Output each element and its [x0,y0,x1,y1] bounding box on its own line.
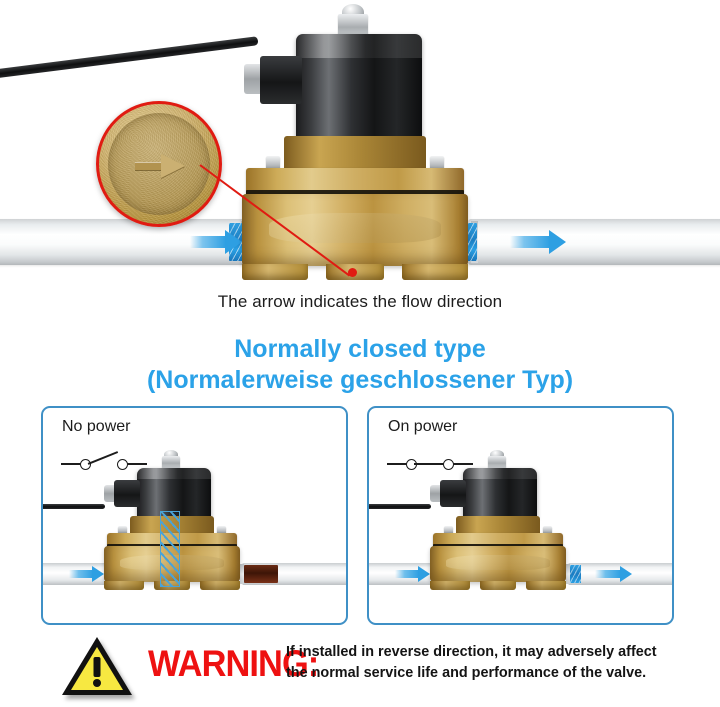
panel1-flow-arrow-in-icon [69,566,105,582]
switch-closed-icon [387,448,473,470]
coil-connector [260,56,302,104]
valve-bonnet [284,136,426,168]
solenoid-cable [0,36,259,79]
panel2-coupling-right [566,564,570,584]
panel1-blocked-segment [244,565,278,583]
warning-triangle-icon [62,637,132,695]
section-title: Normally closed type (Normalerweise gesc… [0,334,720,396]
callout-pointer-dot [348,268,357,277]
panel1-coupling-right [240,564,244,584]
switch-open-icon [61,448,147,470]
magnifier-callout [96,101,222,227]
panel-no-power: No power [41,406,348,625]
valve-brass-body [242,194,468,266]
flow-arrow-outlet-icon [510,230,568,254]
panel2-water-outlet [570,565,581,583]
panel-label-on-power: On power [388,418,458,435]
title-line-english: Normally closed type [234,335,486,363]
panel2-flow-arrow-out-icon [595,566,633,582]
panel2-cable [369,504,431,509]
panel2-flow-arrow-in-icon [395,566,431,582]
pipe-right [468,219,720,265]
warning-bar: WARNING: If installed in reverse directi… [40,633,700,699]
title-line-german: (Normalerweise geschlossener Typ) [146,366,574,394]
panel-label-no-power: No power [62,418,131,435]
hero-illustration [0,0,720,288]
flow-arrow-inlet-icon [190,230,242,254]
valve-closed-barrier-icon [160,511,180,587]
solenoid-valve-on-power [428,450,568,590]
valve-oring [246,190,464,195]
warning-label: WARNING: [148,643,319,684]
solenoid-coil [296,34,422,142]
flow-direction-caption: The arrow indicates the flow direction [217,292,503,311]
warning-message: If installed in reverse direction, it ma… [286,643,657,682]
embossed-flow-arrow-icon [135,154,187,178]
solenoid-valve-main [238,4,472,280]
panel-on-power: On power [367,406,674,625]
panel1-cable [43,504,105,509]
